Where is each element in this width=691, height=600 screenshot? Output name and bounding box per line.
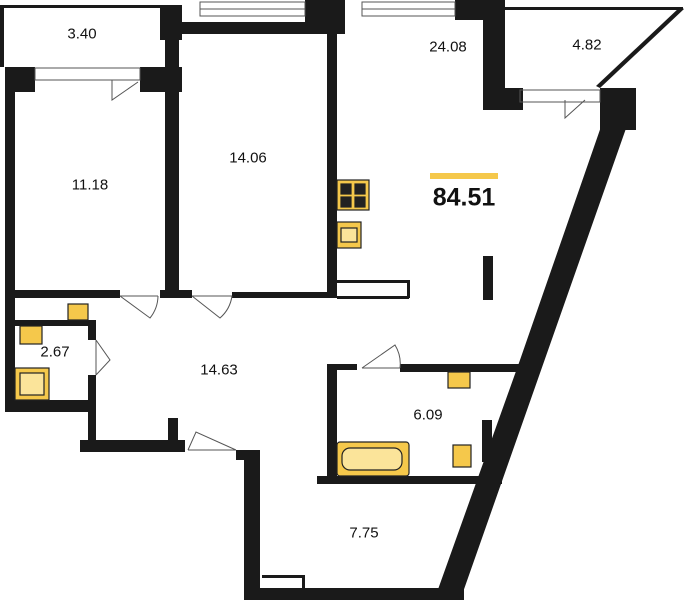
wall-segment [160, 22, 335, 34]
wall-segment [88, 320, 96, 340]
wall-segment [436, 95, 636, 595]
wall-segment [407, 280, 410, 298]
washbasin-icon [447, 371, 471, 389]
wall-segment [337, 280, 409, 283]
door-swing [361, 344, 401, 369]
toilet-icon [19, 325, 43, 345]
wall-segment [600, 88, 636, 130]
shower-drain [19, 372, 45, 396]
wall-segment [400, 364, 540, 372]
sink-basin [340, 227, 358, 243]
wall-segment [10, 290, 120, 298]
wall-segment [337, 296, 409, 299]
room-area-label: 7.75 [349, 524, 379, 542]
room-area-label: 14.63 [200, 361, 238, 379]
doors [95, 80, 586, 451]
wall-segment [317, 476, 502, 484]
wall-segment [88, 375, 96, 450]
wall-segment [262, 575, 304, 578]
toilet-icon [452, 444, 472, 468]
room-area-label: 6.09 [413, 406, 443, 424]
wall-segment [455, 12, 505, 20]
wall-segment [232, 292, 337, 298]
stove-burner [354, 183, 366, 195]
wall-segment [80, 440, 185, 452]
wall-segment [5, 67, 15, 412]
room-area-label: 4.82 [572, 36, 602, 54]
total-area: 84.51 [432, 183, 496, 212]
wall-segment [482, 420, 492, 462]
wall-segment [483, 88, 523, 110]
wall-segment [5, 400, 95, 412]
door-swing [119, 295, 159, 319]
wall-segment [596, 7, 684, 88]
wall-segment [0, 5, 165, 8]
room-area-label: 14.06 [229, 149, 267, 167]
stove-burner [340, 196, 352, 208]
wall-segment [165, 34, 179, 294]
door-swing [564, 99, 586, 120]
stove-burner [354, 196, 366, 208]
wall-segment [327, 364, 337, 482]
stove-burner [340, 183, 352, 195]
bathtub-inner [341, 447, 403, 471]
wall-segment [327, 364, 357, 370]
room-area-label: 11.18 [71, 176, 109, 194]
room-area-label: 3.40 [67, 25, 97, 43]
wall-segment [10, 320, 95, 326]
wall-segment [160, 290, 192, 298]
door-swing [95, 339, 111, 376]
wall-segment [302, 575, 305, 590]
wall-segment [483, 256, 493, 300]
wall-segment [0, 5, 4, 67]
total-area-accent-bar [430, 173, 498, 179]
room-area-label: 2.67 [40, 343, 70, 361]
wall-segment [244, 588, 464, 600]
wall-segment [244, 450, 260, 600]
window [34, 67, 141, 81]
wall-segment [5, 67, 35, 92]
fixtures [14, 179, 472, 477]
room-area-label: 24.08 [429, 38, 467, 56]
wall-segment [305, 0, 345, 34]
door-swing [187, 431, 237, 451]
window [519, 89, 601, 103]
door-swing [191, 295, 233, 319]
wall-segment [483, 0, 505, 110]
washbasin-icon [67, 303, 89, 321]
door-swing [111, 80, 139, 101]
windows [34, 1, 601, 103]
wall-segment [503, 7, 683, 10]
wall-segment [168, 418, 178, 452]
wall-segment [327, 34, 337, 296]
